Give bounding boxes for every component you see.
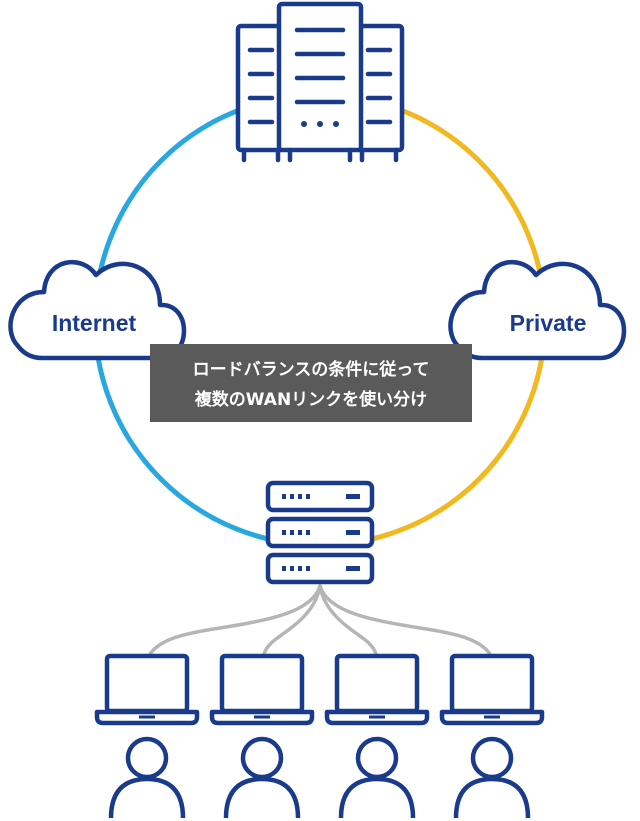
client-2 xyxy=(209,653,315,819)
client-3 xyxy=(324,653,430,819)
lan-cable-1 xyxy=(148,584,322,656)
internet-label: Internet xyxy=(52,310,137,336)
server-racks-icon xyxy=(235,1,405,163)
internet-cloud-icon xyxy=(8,259,187,361)
user-icon xyxy=(223,736,301,819)
server-status-dots xyxy=(301,121,339,127)
client-4 xyxy=(439,653,545,819)
client-1 xyxy=(94,653,200,819)
appliance-port-dots xyxy=(282,494,360,571)
lan-cable-4 xyxy=(318,584,492,656)
lan-cable-2 xyxy=(262,584,322,656)
lan-cables xyxy=(148,584,492,656)
laptop-icon xyxy=(439,653,545,726)
user-icon xyxy=(453,736,531,819)
caption-line-1: ロードバランスの条件に従って xyxy=(193,359,430,380)
user-icon xyxy=(338,736,416,819)
laptop-icon xyxy=(94,653,200,726)
user-icon xyxy=(108,736,186,819)
caption-line-2: 複数のWANリンクを使い分け xyxy=(194,389,427,410)
private-label: Private xyxy=(510,310,587,336)
laptop-icon xyxy=(209,653,315,726)
lan-cable-3 xyxy=(318,584,378,656)
laptop-icon xyxy=(324,653,430,726)
load-balancer-appliance-icon xyxy=(265,480,375,585)
caption-box xyxy=(150,344,472,422)
